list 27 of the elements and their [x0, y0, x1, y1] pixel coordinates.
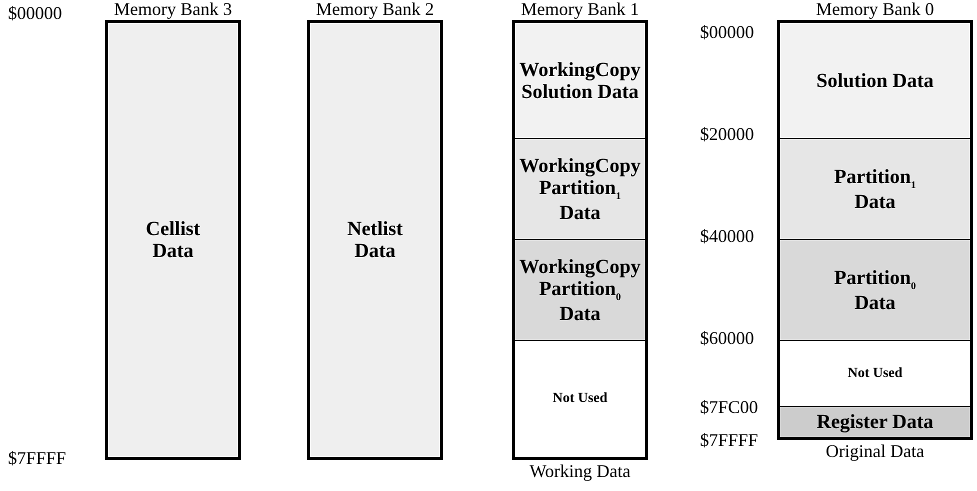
bank-heading: Memory Bank 0	[815, 0, 935, 20]
memory-bank	[777, 20, 973, 440]
bank-heading: Memory Bank 1	[520, 0, 640, 20]
address-label: $7FC00	[700, 397, 758, 418]
address-label: $60000	[700, 328, 754, 349]
address-label: $7FFFF	[700, 430, 758, 451]
bank-caption: Working Data	[528, 461, 632, 482]
address-label: $00000	[700, 22, 754, 43]
memory-region: WorkingCopy Partition$_{0}$ Data	[515, 240, 645, 341]
memory-bank	[105, 20, 241, 460]
address-label: $40000	[700, 226, 754, 247]
memory-bank	[307, 20, 443, 460]
region-label: Cellist Data	[144, 218, 202, 262]
memory-bank	[512, 20, 648, 460]
region-label: Netlist Data	[346, 218, 404, 262]
bank-caption: Original Data	[824, 441, 926, 462]
address-label: $20000	[700, 124, 754, 145]
memory-region: WorkingCopy Partition$_{1}$ Data	[515, 139, 645, 240]
address-label: $7FFFF	[8, 448, 66, 469]
memory-region: WorkingCopy Solution Data	[515, 23, 645, 139]
bank-heading: Memory Bank 3	[113, 0, 233, 20]
memory-region: Partition$_{0}$ Data	[780, 240, 970, 341]
memory-region: Partition$_{1}$ Data	[780, 139, 970, 240]
bank-heading: Memory Bank 2	[315, 0, 435, 20]
memory-region: Solution Data	[780, 23, 970, 139]
address-label: $00000	[8, 3, 62, 24]
memory-region: Register Data	[780, 407, 970, 437]
